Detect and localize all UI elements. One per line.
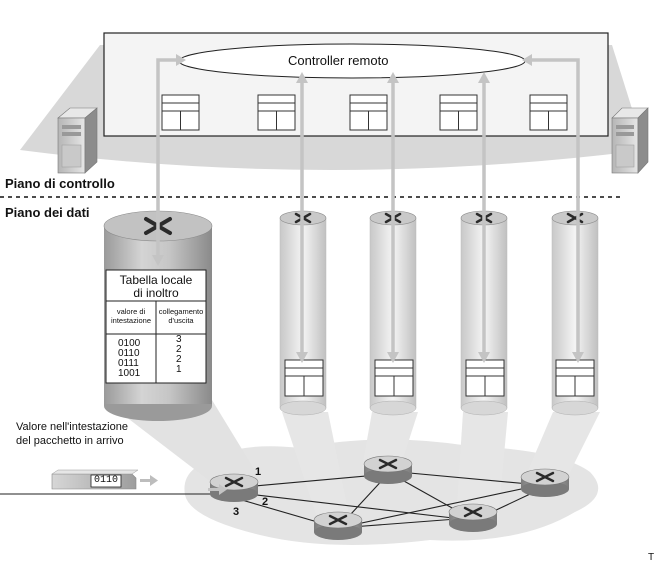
table-row-value: 0100 [118,338,141,349]
local-table-title: Tabella locale di inoltro [119,273,193,300]
controller-table-icon [439,94,478,131]
incoming-packet [51,469,139,490]
data-plane-label: Piano dei dati [5,205,90,220]
link-label-3: 3 [233,506,240,518]
router-icon-5 [448,503,498,532]
router-inbound-arrow [208,484,227,495]
table-row-link: 3 [176,334,182,345]
switch-flow-table [465,359,505,397]
table-row-value: 0111 [118,358,139,369]
controller-table-icon [257,94,296,131]
table-row-link: 1 [176,364,182,375]
local-table-links: 3 2 2 1 [176,335,182,375]
arrow-heads [152,54,584,363]
corner-mark: T [648,552,655,563]
switch-flow-table [284,359,324,397]
projection-sw4 [524,412,600,480]
projection-sw3 [456,412,508,520]
link-label-1: 1 [255,466,262,478]
local-table-header-link: collegamento d'uscita [158,307,204,325]
switch-flow-table [555,359,595,397]
server-icon-left [57,107,98,174]
controller-label: Controller remoto [288,53,389,68]
projection-sw1 [282,412,350,520]
table-row-link: 2 [176,344,182,355]
local-table-values: 0100 0110 0111 1001 [118,339,140,379]
controller-table-icon [529,94,568,131]
packet-arrow [140,475,158,486]
controller-table-icon [349,94,388,131]
control-channels [156,58,580,355]
router-icon-1 [209,473,259,502]
table-row-value: 1001 [118,368,141,379]
projection-sw2 [362,412,418,468]
switch-flow-table [374,359,414,397]
link-label-2: 2 [262,496,269,508]
control-plane-label: Piano di controllo [5,176,115,191]
projection-big [104,400,262,485]
packet-caption: Valore nell'intestazione del pacchetto i… [16,421,128,447]
packet-header-value: 0110 [93,475,118,486]
server-icon-right [611,107,649,174]
router-icon-3 [520,468,570,497]
table-row-value: 0110 [118,348,140,359]
router-icon-2 [363,455,413,484]
controller-table-icon [161,94,200,131]
table-row-link: 2 [176,354,182,365]
local-table-header-value: valore di intestazione [110,307,152,325]
router-icon-4 [313,511,363,540]
local-forwarding-table [105,269,207,384]
